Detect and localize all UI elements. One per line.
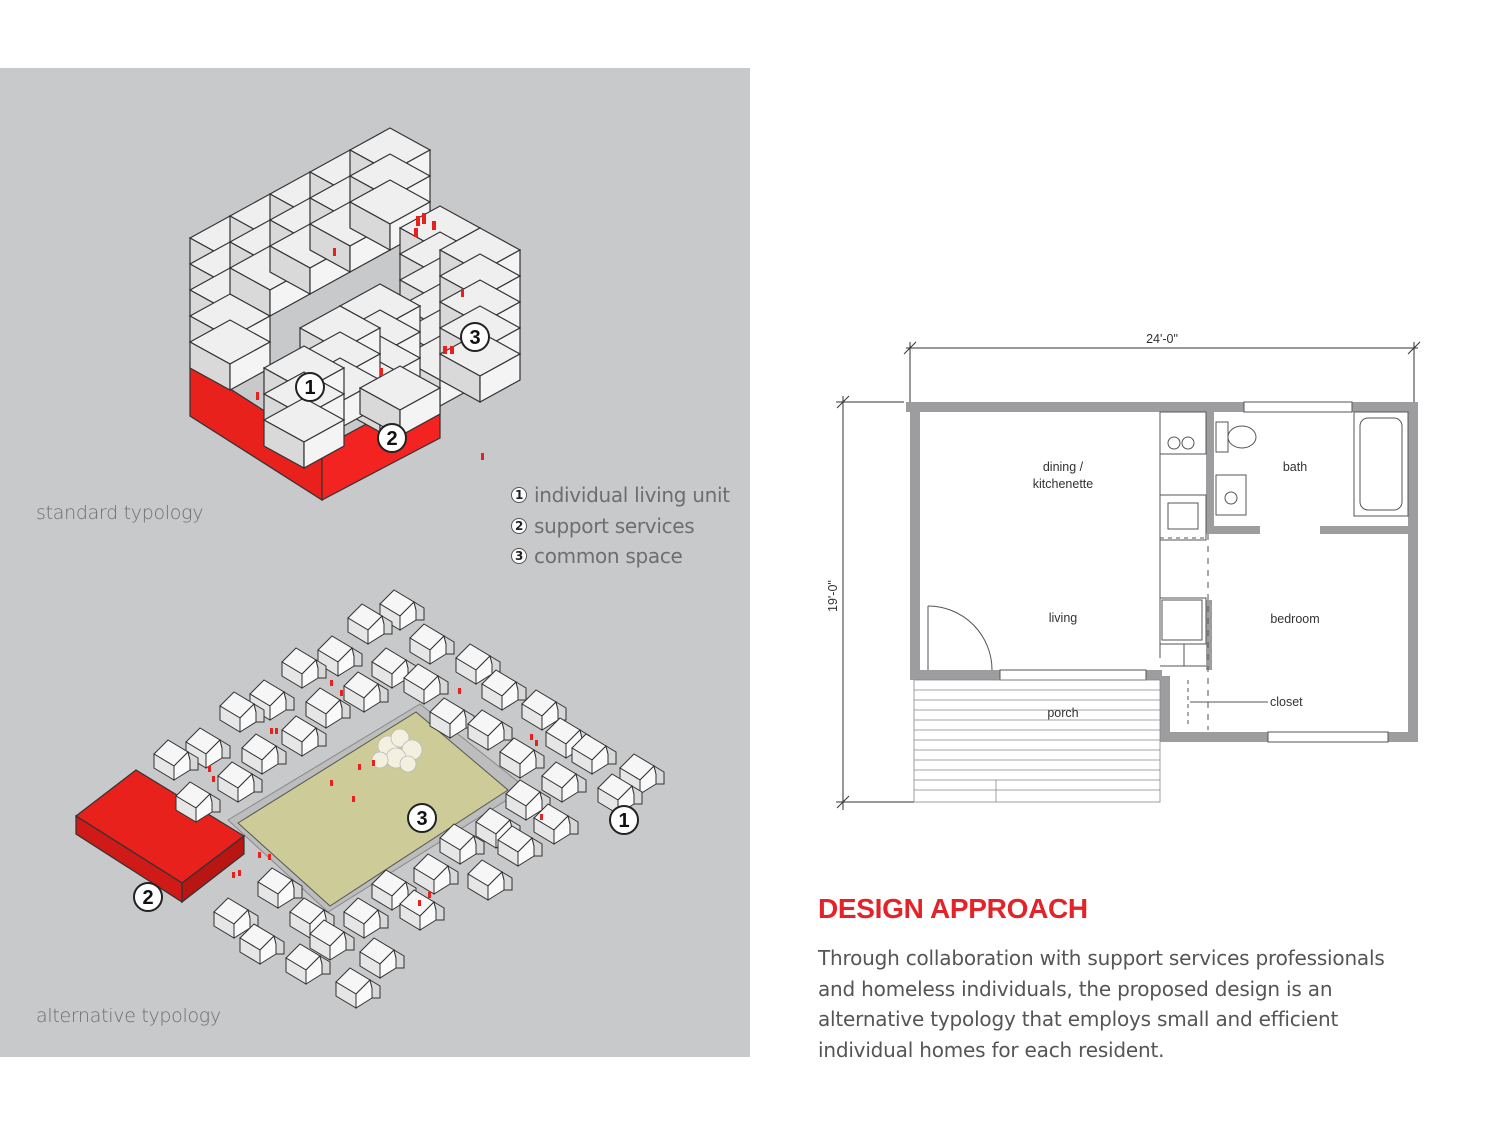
marker-standard-2: 2 [378, 424, 406, 452]
alternative-typology-site [76, 590, 664, 1008]
standard-typology-label: standard typology [36, 502, 203, 524]
plan-windows [1000, 402, 1388, 742]
svg-text:2: 2 [142, 887, 153, 909]
svg-text:3: 3 [469, 327, 480, 349]
typology-panel: 1 2 3 [0, 68, 750, 1057]
standard-typology-building [190, 128, 520, 500]
room-label-porch: porch [1047, 706, 1078, 720]
width-dimension [904, 342, 1420, 408]
svg-text:2: 2 [386, 428, 397, 450]
design-approach-heading: DESIGN APPROACH [818, 893, 1088, 925]
room-label-closet: closet [1270, 695, 1303, 709]
entry-door [928, 606, 992, 670]
marker-alternative-1: 1 [610, 806, 638, 834]
room-label-kitchenette: kitchenette [1033, 477, 1094, 491]
marker-alternative-3: 3 [408, 804, 436, 832]
porch-deck [914, 680, 1160, 802]
plan-walls [906, 402, 1418, 742]
room-label-dining: dining / [1043, 460, 1084, 474]
legend-item-common-space: 3 common space [511, 541, 730, 572]
typology-legend: 1 individual living unit 2 support servi… [511, 480, 730, 572]
height-dimension-label: 19'-0" [826, 580, 840, 612]
legend-label: common space [534, 544, 683, 568]
kitchenette-fixtures [1160, 412, 1206, 666]
legend-item-living-unit: 1 individual living unit [511, 480, 730, 511]
floor-plan: 24'-0" 19'-0" [810, 320, 1440, 820]
marker-standard-3: 3 [461, 323, 489, 351]
legend-label: support services [534, 514, 694, 538]
svg-text:1: 1 [618, 810, 629, 832]
room-label-bath: bath [1283, 460, 1307, 474]
closet-lines [1160, 534, 1268, 730]
svg-text:1: 1 [304, 377, 315, 399]
legend-item-support-services: 2 support services [511, 511, 730, 542]
alternative-typology-label: alternative typology [36, 1005, 221, 1027]
legend-number: 2 [511, 518, 527, 534]
marker-standard-1: 1 [296, 373, 324, 401]
marker-alternative-2: 2 [134, 883, 162, 911]
room-label-living: living [1049, 611, 1078, 625]
height-dimension [836, 396, 914, 810]
width-dimension-label: 24'-0" [1146, 332, 1178, 346]
design-approach-body: Through collaboration with support servi… [818, 943, 1418, 1065]
room-label-bedroom: bedroom [1270, 612, 1319, 626]
bath-fixtures [1216, 412, 1408, 516]
svg-text:3: 3 [416, 808, 427, 830]
legend-number: 1 [511, 487, 527, 503]
legend-number: 3 [511, 548, 527, 564]
legend-label: individual living unit [534, 483, 730, 507]
